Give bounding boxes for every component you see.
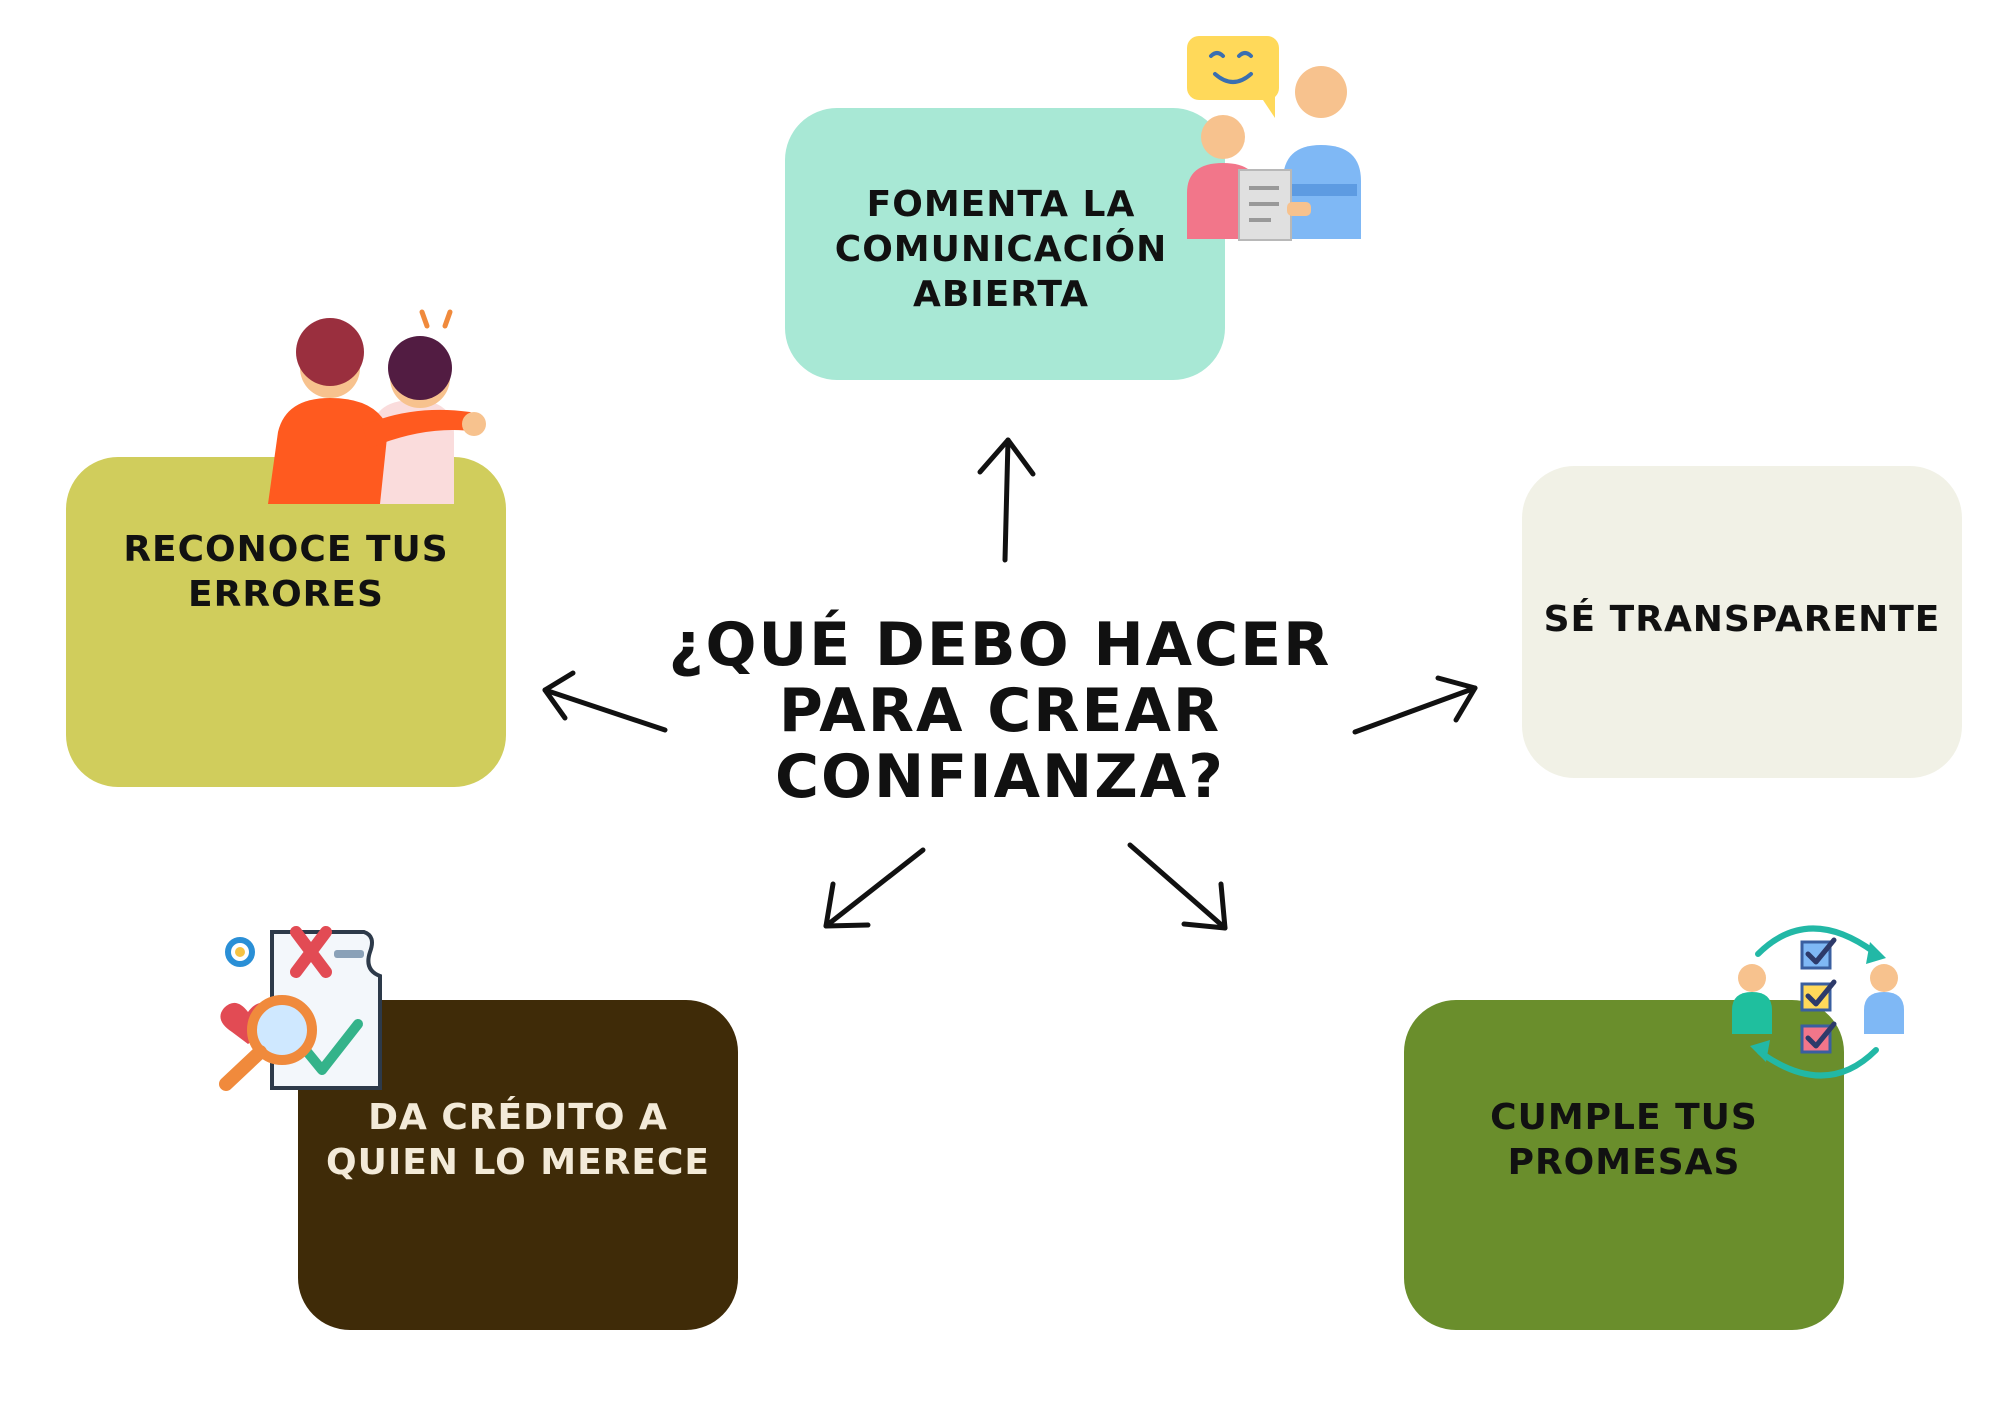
communication-people-icon	[1187, 36, 1361, 241]
box-reconoce-errores: RECONOCE TUS ERRORES	[66, 457, 506, 787]
box-cumple-promesas: CUMPLE TUS PROMESAS	[1404, 1000, 1844, 1330]
box-se-transparente: SÉ TRANSPARENTE	[1522, 466, 1962, 778]
box-fomenta-comunicacion: FOMENTA LA COMUNICACIÓN ABIERTA	[785, 108, 1225, 380]
document-review-magnifier-icon	[219, 926, 382, 1091]
central-question: ¿QUÉ DEBO HACER PARA CREAR CONFIANZA?	[668, 610, 1332, 812]
box-label-credito: DA CRÉDITO A QUIEN LO MERECE	[325, 1097, 711, 1183]
arrow-up	[977, 437, 1036, 563]
box-label-errores: RECONOCE TUS ERRORES	[123, 529, 449, 615]
arrow-down-left	[823, 847, 926, 929]
box-label-promesas: CUMPLE TUS PROMESAS	[1490, 1097, 1758, 1183]
box-label-comunicacion: FOMENTA LA COMUNICACIÓN ABIERTA	[834, 183, 1168, 315]
checklist-cycle-people-icon	[1732, 925, 1904, 1079]
arrow-right	[1352, 675, 1478, 735]
box-label-transparente: SÉ TRANSPARENTE	[1543, 598, 1941, 640]
two-friends-hug-icon	[268, 309, 486, 504]
arrow-down-right	[1127, 842, 1228, 931]
arrow-left	[542, 670, 668, 733]
